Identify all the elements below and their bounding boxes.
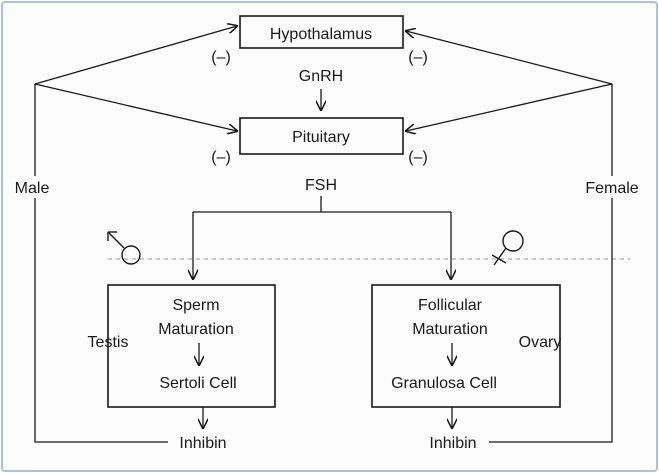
pit-right-inhibition-sign: (–) <box>408 149 428 166</box>
inhibin-male-label: Inhibin <box>179 435 226 452</box>
testis-box-line1: Sperm <box>172 297 219 314</box>
female-feedback-line <box>489 84 613 443</box>
pituitary-box <box>239 117 404 155</box>
sertoli-label: Sertoli Cell <box>159 375 236 392</box>
female-symbol-icon <box>491 230 524 266</box>
follicular-line1: Follicular <box>418 297 483 314</box>
female-feedback-to-hypothalamus <box>406 31 613 85</box>
hypo-left-inhibition-sign: (–) <box>211 49 231 66</box>
hypo-right-inhibition-sign: (–) <box>408 49 428 66</box>
ovary-box <box>371 284 561 408</box>
male-feedback-to-hypothalamus <box>34 26 237 85</box>
male-label-bg <box>6 176 58 198</box>
hypothalamus-box <box>239 15 404 49</box>
pit-left-inhibition-sign: (–) <box>211 149 231 166</box>
testis-box-line2: Maturation <box>158 321 234 338</box>
pituitary-label: Pituitary <box>292 129 350 146</box>
testis-box <box>107 284 276 408</box>
inhibin-female-label: Inhibin <box>429 435 476 452</box>
follicular-line2: Maturation <box>412 321 488 338</box>
gnrh-label: GnRH <box>299 68 343 85</box>
female-label-bg <box>580 176 644 198</box>
male-label: Male <box>15 180 50 197</box>
male-feedback-to-pituitary <box>34 83 237 131</box>
female-feedback-to-pituitary <box>406 83 613 131</box>
male-feedback-line <box>34 84 168 443</box>
granulosa-label: Granulosa Cell <box>391 375 497 392</box>
hypothalamus-label: Hypothalamus <box>270 26 372 43</box>
ovary-label: Ovary <box>519 334 562 351</box>
female-label: Female <box>585 180 638 197</box>
testis-label: Testis <box>88 334 129 351</box>
male-symbol-icon <box>107 231 141 265</box>
fsh-label: FSH <box>305 177 337 194</box>
